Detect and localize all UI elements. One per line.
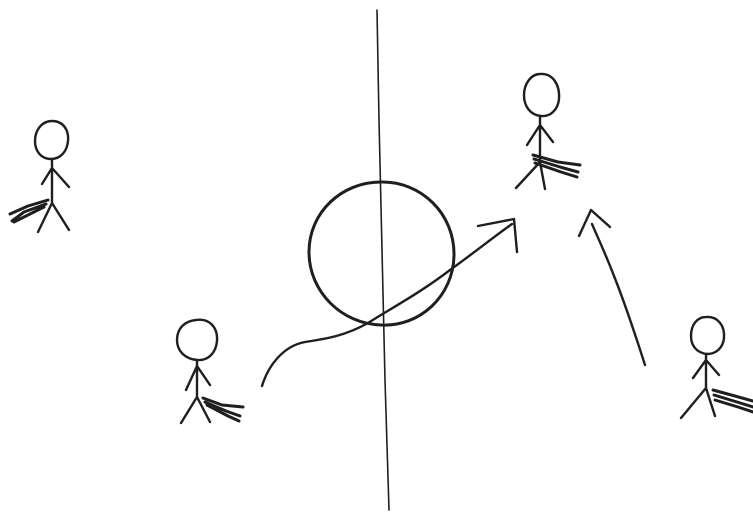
canvas-background bbox=[0, 0, 753, 513]
sketch-canvas bbox=[0, 0, 753, 513]
